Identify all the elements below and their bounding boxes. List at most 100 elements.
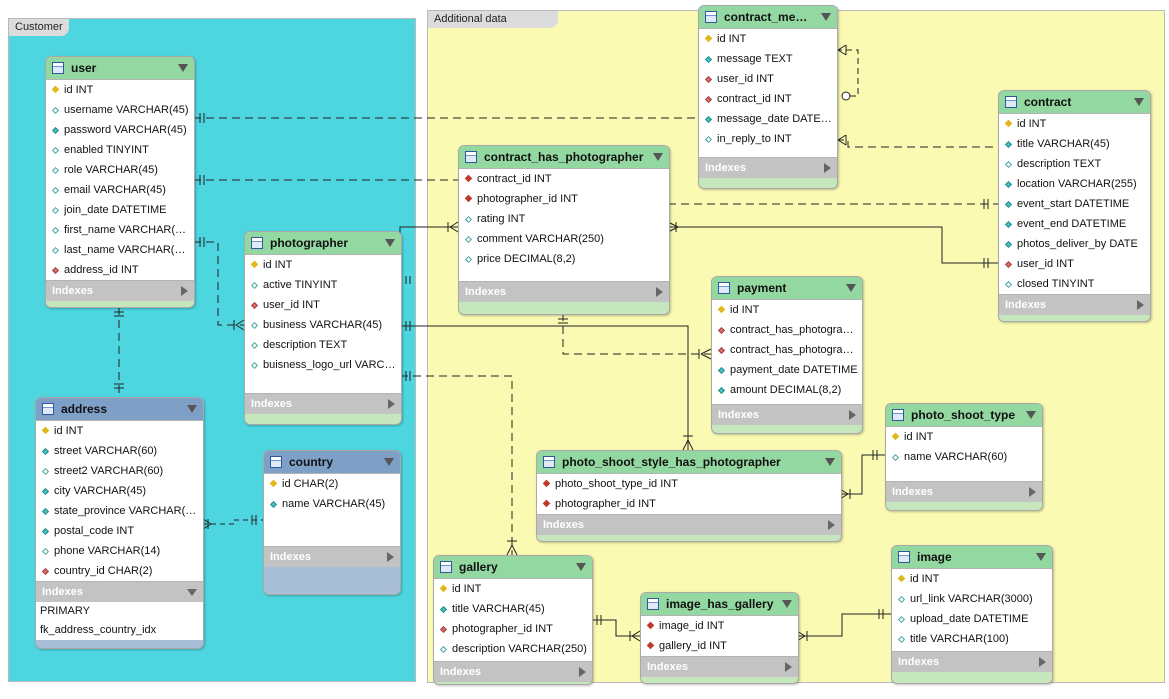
column-row[interactable]: street2 VARCHAR(60) xyxy=(36,461,203,481)
column-row[interactable]: description TEXT xyxy=(245,335,401,355)
column-row[interactable]: ◆photographer_id INT xyxy=(537,494,841,514)
column-row[interactable]: ◆gallery_id INT xyxy=(641,636,798,656)
column-row[interactable]: comment VARCHAR(250) xyxy=(459,229,669,249)
column-row[interactable]: title VARCHAR(45) xyxy=(434,599,592,619)
column-row[interactable]: message TEXT xyxy=(699,49,837,69)
column-row[interactable]: city VARCHAR(45) xyxy=(36,481,203,501)
table-header[interactable]: photo_shoot_style_has_photographer xyxy=(537,451,841,473)
expand-arrow-icon[interactable] xyxy=(785,662,792,672)
column-row[interactable]: contract_has_photograp… xyxy=(712,320,862,340)
indexes-bar[interactable]: Indexes xyxy=(537,515,841,535)
collapse-arrow-icon[interactable] xyxy=(187,405,197,413)
expand-arrow-icon[interactable] xyxy=(579,667,586,677)
column-row[interactable]: user_id INT xyxy=(699,69,837,89)
table-photo-shoot-style-has-photographer[interactable]: photo_shoot_style_has_photographer ◆phot… xyxy=(536,450,842,542)
column-row[interactable]: closed TINYINT xyxy=(999,274,1150,294)
table-header[interactable]: photo_shoot_type xyxy=(886,404,1042,426)
indexes-bar[interactable]: Indexes xyxy=(699,158,837,178)
expand-arrow-icon[interactable] xyxy=(656,287,663,297)
indexes-bar[interactable]: Indexes xyxy=(36,582,203,602)
column-row[interactable]: name VARCHAR(45) xyxy=(264,494,400,514)
column-row[interactable]: ◆photographer_id INT xyxy=(459,189,669,209)
column-row[interactable]: ◆id CHAR(2) xyxy=(264,474,400,494)
indexes-bar[interactable]: Indexes xyxy=(999,295,1150,315)
column-row[interactable]: last_name VARCHAR(45) xyxy=(46,240,194,260)
table-contract-has-photographer[interactable]: contract_has_photographer ◆contract_id I… xyxy=(458,145,670,315)
indexes-bar[interactable]: Indexes xyxy=(264,547,400,567)
column-row[interactable]: photos_deliver_by DATE xyxy=(999,234,1150,254)
column-row[interactable]: state_province VARCHAR(… xyxy=(36,501,203,521)
column-row[interactable]: event_start DATETIME xyxy=(999,194,1150,214)
column-row[interactable]: contract_id INT xyxy=(699,89,837,109)
table-header[interactable]: image xyxy=(892,546,1052,568)
indexes-bar[interactable]: Indexes xyxy=(892,652,1052,672)
column-row[interactable]: user_id INT xyxy=(245,295,401,315)
expand-arrow-icon[interactable] xyxy=(387,552,394,562)
expand-arrow-icon[interactable] xyxy=(388,399,395,409)
column-row[interactable]: event_end DATETIME xyxy=(999,214,1150,234)
column-row[interactable]: in_reply_to INT xyxy=(699,129,837,149)
column-row[interactable]: ◆contract_id INT xyxy=(459,169,669,189)
expand-arrow-icon[interactable] xyxy=(828,520,835,530)
column-row[interactable]: email VARCHAR(45) xyxy=(46,180,194,200)
column-row[interactable]: contract_has_photograp… xyxy=(712,340,862,360)
indexes-bar[interactable]: Indexes xyxy=(886,482,1042,502)
collapse-arrow-icon[interactable] xyxy=(782,600,792,608)
collapse-arrow-icon[interactable] xyxy=(1026,411,1036,419)
column-row[interactable]: description VARCHAR(250) xyxy=(434,639,592,659)
column-row[interactable]: username VARCHAR(45) xyxy=(46,100,194,120)
collapse-arrow-icon[interactable] xyxy=(1134,98,1144,106)
column-row[interactable]: payment_date DATETIME xyxy=(712,360,862,380)
table-header[interactable]: country xyxy=(264,451,400,473)
expand-arrow-icon[interactable] xyxy=(1029,487,1036,497)
column-row[interactable]: role VARCHAR(45) xyxy=(46,160,194,180)
table-header[interactable]: gallery xyxy=(434,556,592,578)
column-row[interactable]: location VARCHAR(255) xyxy=(999,174,1150,194)
column-row[interactable]: rating INT xyxy=(459,209,669,229)
column-row[interactable]: buisness_logo_url VARC… xyxy=(245,355,401,375)
column-row[interactable]: upload_date DATETIME xyxy=(892,609,1052,629)
column-row[interactable]: name VARCHAR(60) xyxy=(886,447,1042,467)
indexes-bar[interactable]: Indexes xyxy=(459,282,669,302)
column-row[interactable]: ◆id INT xyxy=(36,421,203,441)
column-row[interactable]: phone VARCHAR(14) xyxy=(36,541,203,561)
column-row[interactable]: user_id INT xyxy=(999,254,1150,274)
column-row[interactable]: ◆id INT xyxy=(46,80,194,100)
table-header[interactable]: photographer xyxy=(245,232,401,254)
collapse-arrow-icon[interactable] xyxy=(384,458,394,466)
column-row[interactable]: address_id INT xyxy=(46,260,194,280)
column-row[interactable]: enabled TINYINT xyxy=(46,140,194,160)
indexes-bar[interactable]: Indexes xyxy=(46,281,194,301)
column-row[interactable]: ◆id INT xyxy=(892,569,1052,589)
table-country[interactable]: country ◆id CHAR(2)name VARCHAR(45) Inde… xyxy=(263,450,401,595)
column-row[interactable]: photographer_id INT xyxy=(434,619,592,639)
table-header[interactable]: address xyxy=(36,398,203,420)
column-row[interactable]: ◆id INT xyxy=(699,29,837,49)
table-header[interactable]: contract xyxy=(999,91,1150,113)
indexes-bar[interactable]: Indexes xyxy=(245,394,401,414)
expand-arrow-icon[interactable] xyxy=(849,410,856,420)
expand-arrow-icon[interactable] xyxy=(1137,300,1144,310)
expand-arrow-icon[interactable] xyxy=(181,286,188,296)
collapse-arrow-icon[interactable] xyxy=(576,563,586,571)
index-item[interactable]: fk_address_country_idx xyxy=(40,624,157,636)
table-header[interactable]: payment xyxy=(712,277,862,299)
column-row[interactable]: postal_code INT xyxy=(36,521,203,541)
collapse-arrow-icon[interactable] xyxy=(178,64,188,72)
collapse-arrow-icon[interactable] xyxy=(846,284,856,292)
column-row[interactable]: ◆photo_shoot_type_id INT xyxy=(537,474,841,494)
collapse-arrow-icon[interactable] xyxy=(187,588,197,596)
indexes-bar[interactable]: Indexes xyxy=(434,662,592,682)
collapse-arrow-icon[interactable] xyxy=(825,458,835,466)
column-row[interactable]: price DECIMAL(8,2) xyxy=(459,249,669,269)
column-row[interactable]: ◆id INT xyxy=(245,255,401,275)
table-header[interactable]: contract_has_photographer xyxy=(459,146,669,168)
column-row[interactable]: title VARCHAR(45) xyxy=(999,134,1150,154)
column-row[interactable]: first_name VARCHAR(45) xyxy=(46,220,194,240)
column-row[interactable]: message_date DATE… xyxy=(699,109,837,129)
